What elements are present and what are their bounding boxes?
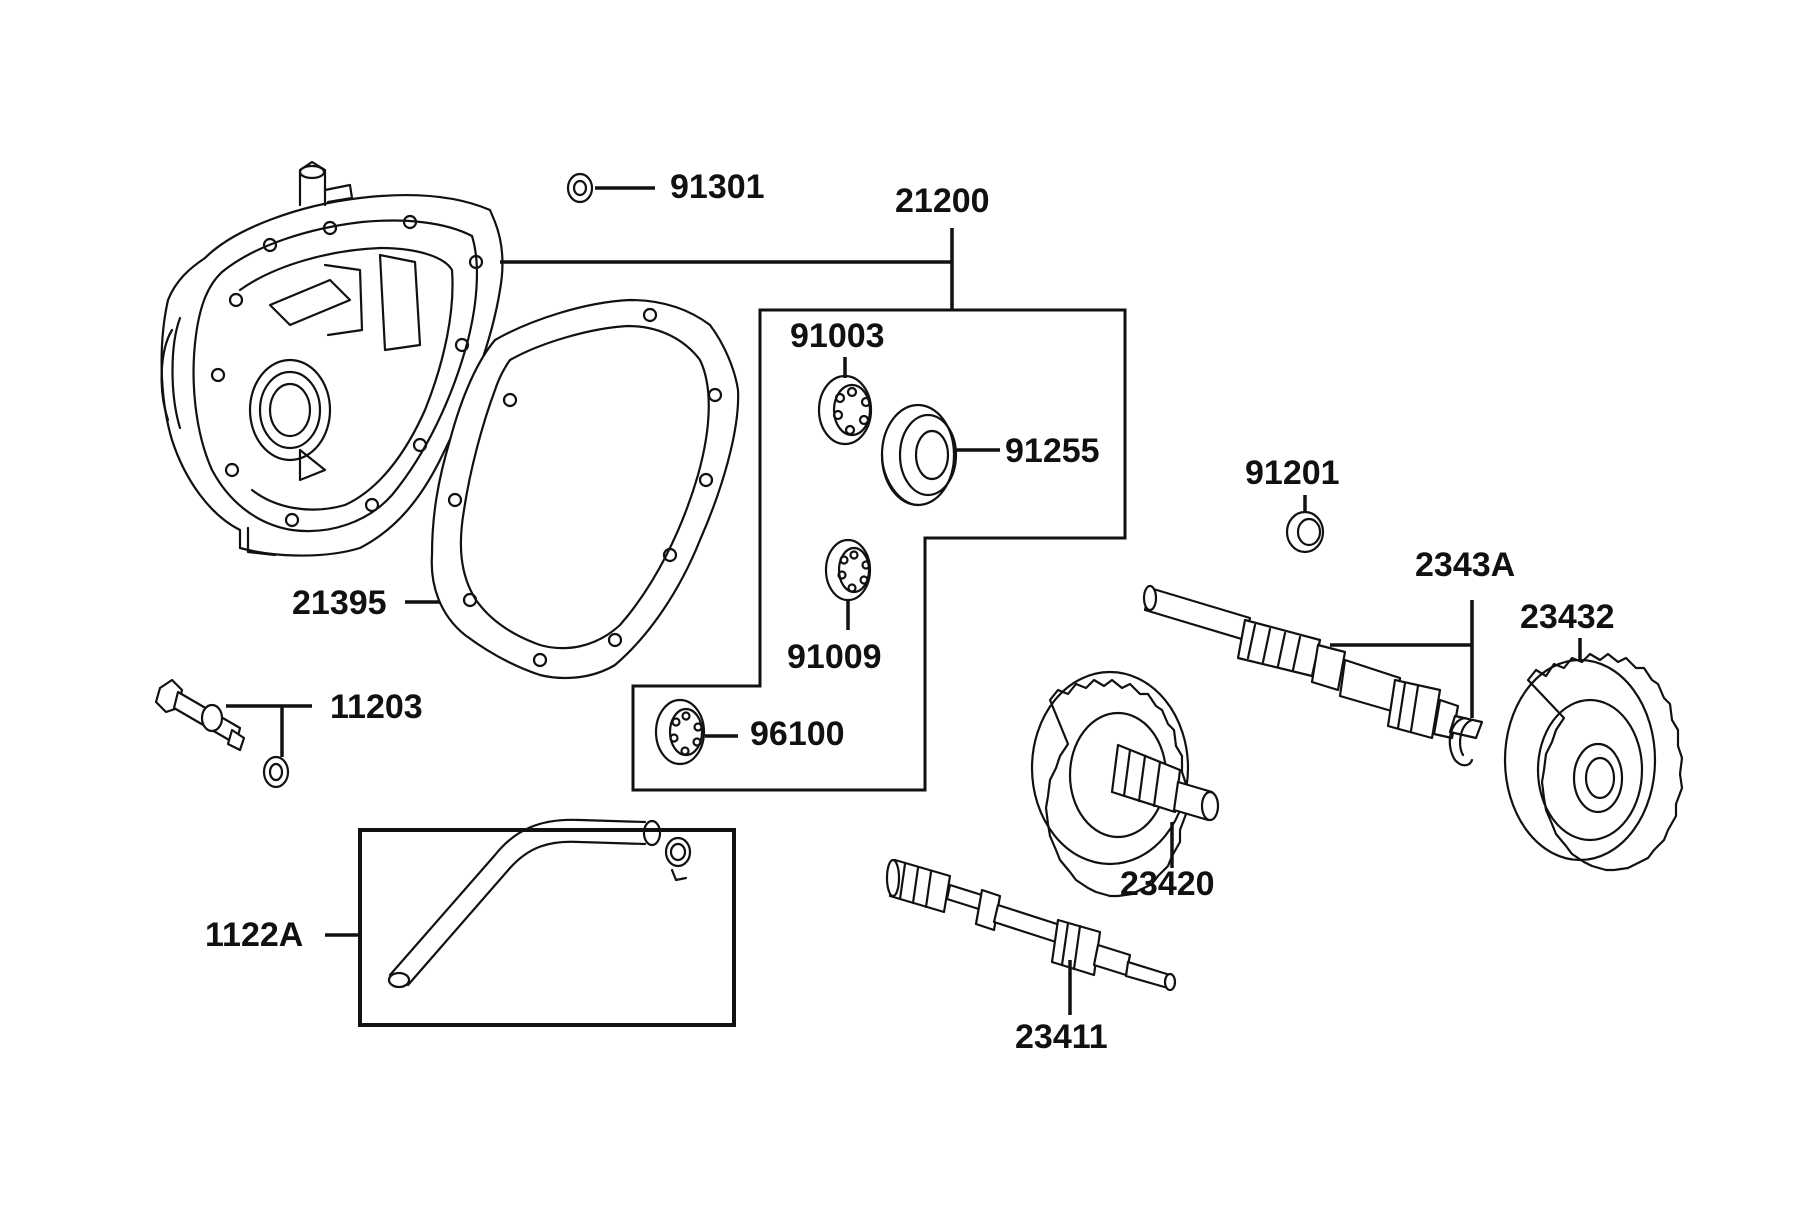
part-label-1122A: 1122A xyxy=(205,916,303,954)
part-label-2343A: 2343A xyxy=(1415,546,1515,584)
part-labels: 91301 21200 91003 91255 91009 96100 2139… xyxy=(205,168,1615,1056)
part-label-91009: 91009 xyxy=(787,638,882,676)
leader-lines xyxy=(226,186,1582,1015)
final-gear-23432 xyxy=(1503,652,1684,872)
part-label-91201: 91201 xyxy=(1245,454,1340,492)
part-label-23432: 23432 xyxy=(1520,598,1615,636)
washer-91301 xyxy=(566,172,594,204)
part-label-91255: 91255 xyxy=(1005,432,1100,470)
bearing-set-box xyxy=(631,308,1127,792)
circlip-2343A xyxy=(1448,716,1474,767)
part-label-96100: 96100 xyxy=(750,715,845,753)
countershaft xyxy=(1142,584,1484,740)
hose-clip xyxy=(664,836,692,882)
drive-shaft-23411 xyxy=(885,858,1177,992)
bearing-91255 xyxy=(880,403,958,507)
part-label-23411: 23411 xyxy=(1015,1018,1108,1056)
bearing-91009 xyxy=(824,538,872,602)
washer-11203 xyxy=(262,755,290,789)
breather-hose xyxy=(387,818,662,989)
oil-seal-91201 xyxy=(1285,510,1325,554)
part-label-21395: 21395 xyxy=(292,584,387,622)
part-label-21200: 21200 xyxy=(895,182,990,220)
bearing-96100 xyxy=(654,698,706,766)
cover-gasket xyxy=(430,298,740,680)
breather-hose-box xyxy=(358,828,736,1027)
part-label-91003: 91003 xyxy=(790,317,885,355)
counter-gear-23420 xyxy=(1030,670,1220,898)
part-label-91301: 91301 xyxy=(670,168,765,206)
drain-bolt-11203 xyxy=(154,678,246,752)
bearing-91003 xyxy=(817,374,873,446)
part-label-11203: 11203 xyxy=(330,688,423,726)
part-label-23420: 23420 xyxy=(1120,865,1215,903)
transmission-cover xyxy=(160,160,504,557)
